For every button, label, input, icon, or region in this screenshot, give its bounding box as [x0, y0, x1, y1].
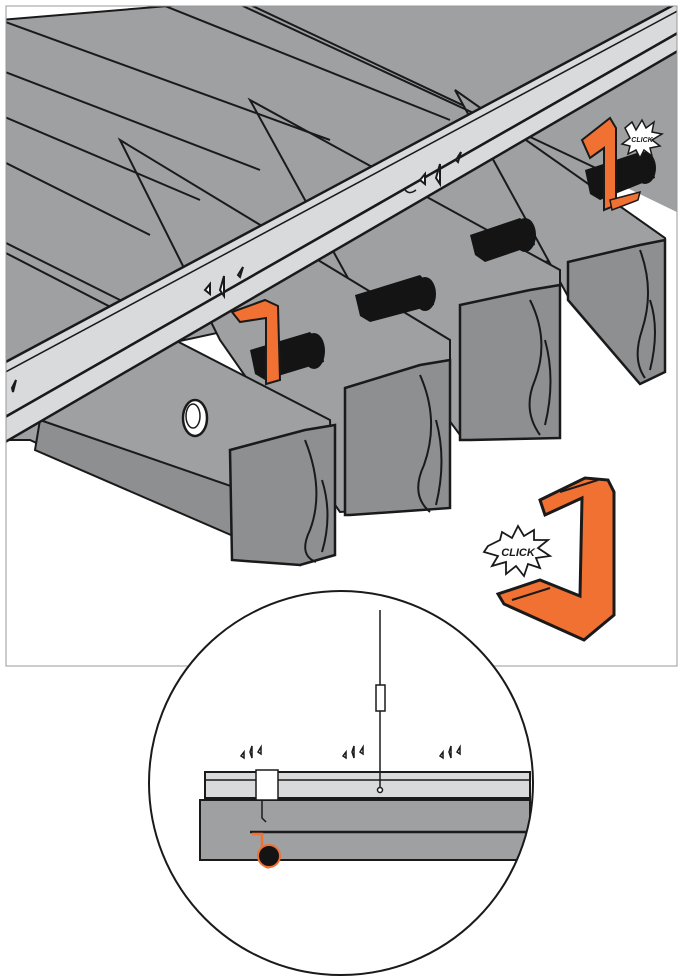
- t-rail: [6, 6, 677, 443]
- detail-joist: [199, 799, 531, 861]
- click-burst-icon: CLICK: [620, 118, 665, 160]
- loose-clip: [495, 476, 616, 642]
- click-label-small: CLICK: [631, 137, 653, 144]
- slab-lines: [6, 6, 511, 301]
- hanger-adjuster: [375, 684, 386, 712]
- detail-bracket: [255, 769, 279, 801]
- clip-installed-1: [230, 298, 282, 386]
- detail-pipe: [257, 844, 281, 868]
- drill-hole: [181, 398, 209, 438]
- click-label-large: CLICK: [501, 547, 536, 559]
- pipes: [250, 152, 656, 380]
- detail-view: [148, 590, 534, 976]
- clips-installed: [230, 116, 642, 386]
- pipe-2: [355, 275, 434, 322]
- detail-rail: [204, 771, 531, 799]
- main-illustration: CLICK CLICK: [6, 6, 677, 642]
- clip-installed-2: [580, 116, 617, 212]
- click-burst-icon: CLICK: [482, 524, 553, 578]
